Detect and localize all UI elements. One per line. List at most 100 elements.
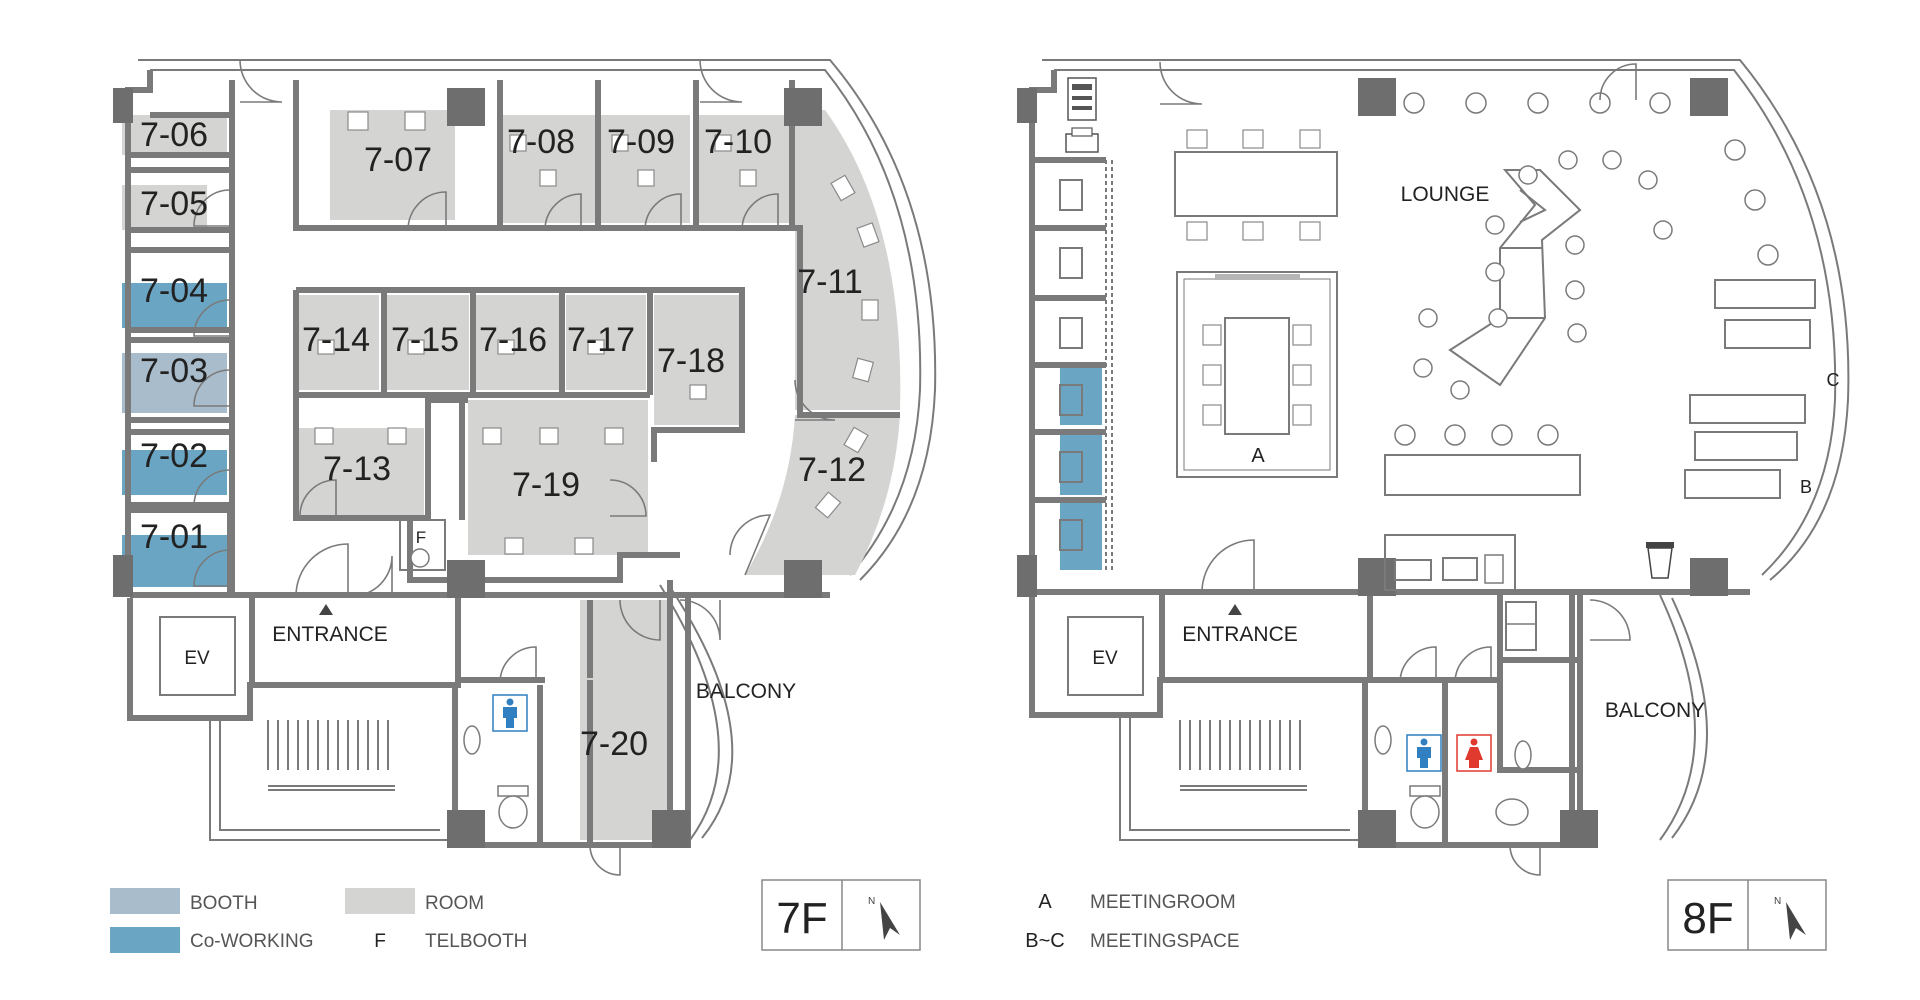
floor-badge-8f: 8F N bbox=[1667, 879, 1827, 951]
floor-badge-7f: 7F N bbox=[761, 879, 921, 951]
room-label: 7-03 bbox=[140, 352, 208, 390]
room-label: 7-10 bbox=[704, 123, 772, 161]
room-label: 7-17 bbox=[567, 321, 635, 359]
floor-7-plan: 7-06 7-05 7-04 7-03 7-02 7-01 7-07 7-08 … bbox=[110, 59, 937, 953]
entrance-arrow-icon bbox=[319, 604, 333, 615]
telbooth-mark: F bbox=[416, 528, 426, 547]
room-label: 7-11 bbox=[797, 263, 863, 301]
balcony-label: BALCONY bbox=[696, 680, 796, 703]
legend-bc-key: B~C bbox=[1025, 930, 1064, 952]
north-arrow-icon: N bbox=[868, 896, 900, 940]
floor-label: 8F bbox=[1682, 894, 1733, 943]
svg-text:N: N bbox=[1774, 896, 1781, 907]
room-7-12-area bbox=[745, 415, 900, 575]
room-label: 7-16 bbox=[479, 321, 547, 359]
legend-a-text: MEETINGROOM bbox=[1090, 892, 1236, 913]
room-7-17-area bbox=[566, 295, 646, 390]
female-restroom-icon bbox=[1456, 734, 1492, 772]
room-label: 7-14 bbox=[302, 321, 370, 359]
legend-booth-swatch bbox=[110, 888, 180, 914]
doors-7f bbox=[193, 59, 836, 876]
legend-room-swatch bbox=[345, 888, 415, 914]
legend-room-label: ROOM bbox=[425, 893, 484, 914]
room-label: 7-08 bbox=[507, 123, 575, 161]
chairs-top-table bbox=[1186, 129, 1321, 241]
sink-icon bbox=[1394, 559, 1432, 581]
microwave-icon bbox=[1442, 557, 1478, 581]
legend-bc-text: MEETINGSPACE bbox=[1090, 931, 1240, 952]
room-7-19-area bbox=[468, 400, 648, 555]
room-7-11-area bbox=[795, 110, 901, 410]
sink-icon bbox=[463, 725, 481, 755]
male-restroom-icon bbox=[492, 694, 528, 732]
room-7-20-area bbox=[580, 600, 670, 840]
meeting-room-a-label: A bbox=[1251, 445, 1265, 467]
chairs-room-a bbox=[1202, 324, 1312, 426]
printer-icon bbox=[1065, 127, 1099, 153]
lounge-bench bbox=[1384, 454, 1581, 496]
copier-icon bbox=[1067, 77, 1097, 121]
legend-7f: BOOTH ROOM Co-WORKING F TELBOOTH bbox=[110, 888, 527, 953]
room-label: 7-06 bbox=[140, 116, 208, 154]
floor-8-plan: A LOUNGE C B bbox=[1017, 59, 1850, 952]
room-label: 7-15 bbox=[391, 321, 459, 359]
legend-booth-label: BOOTH bbox=[190, 893, 258, 914]
room-7-16-area bbox=[476, 295, 559, 390]
room-label: 7-04 bbox=[140, 272, 208, 310]
meeting-room-a bbox=[1176, 271, 1338, 478]
room-7-15-area bbox=[386, 295, 469, 390]
legend-telbooth-key: F bbox=[374, 931, 386, 952]
sink-icon bbox=[1514, 740, 1532, 770]
balcony-label: BALCONY bbox=[1605, 699, 1705, 722]
legend-coworking-label: Co-WORKING bbox=[190, 931, 314, 952]
telbooth-box bbox=[399, 519, 446, 571]
floor-label: 7F bbox=[776, 894, 827, 943]
meeting-space-c-label: C bbox=[1827, 370, 1840, 390]
lounge-label: LOUNGE bbox=[1401, 183, 1490, 206]
cup-icon bbox=[1484, 554, 1504, 584]
room-label: 7-01 bbox=[140, 518, 208, 556]
toilet-icon bbox=[1410, 795, 1440, 829]
booth-desks-8f bbox=[1059, 179, 1083, 551]
sink-icon bbox=[1374, 725, 1392, 755]
kitchen-counter bbox=[1384, 534, 1516, 591]
room-7-10-area bbox=[698, 115, 793, 223]
legend-8f: A MEETINGROOM B~C MEETINGSPACE bbox=[1025, 891, 1239, 952]
chairs-7f bbox=[314, 111, 880, 555]
elevator-box-8f bbox=[1067, 616, 1144, 696]
room-7-18-area bbox=[654, 295, 739, 425]
legend-coworking-swatch bbox=[110, 927, 180, 953]
room-label: 7-13 bbox=[323, 450, 391, 488]
male-restroom-icon bbox=[1406, 734, 1442, 772]
room-label: 7-07 bbox=[364, 141, 432, 179]
top-meeting-table bbox=[1174, 151, 1338, 217]
entrance-label: ENTRANCE bbox=[1182, 623, 1298, 646]
meeting-space-b-label: B bbox=[1800, 477, 1812, 497]
room-label: 7-09 bbox=[607, 123, 675, 161]
north-arrow-icon: N bbox=[1774, 896, 1806, 940]
toilet-icon bbox=[1495, 798, 1529, 826]
stairs-8f bbox=[1179, 720, 1307, 791]
elevator-box-7f bbox=[159, 616, 236, 696]
svg-text:N: N bbox=[868, 896, 875, 907]
refrigerator-icon bbox=[1505, 601, 1537, 651]
room-label: 7-19 bbox=[512, 466, 580, 504]
room-label: 7-02 bbox=[140, 437, 208, 475]
coffee-cup-icon bbox=[1646, 542, 1674, 579]
room-7-08-area bbox=[500, 115, 595, 223]
room-label: 7-18 bbox=[657, 342, 725, 380]
room-7-05-area bbox=[122, 185, 207, 230]
room-label: 7-12 bbox=[798, 451, 866, 489]
coworking-7-02-area bbox=[122, 450, 227, 495]
room-label: 7-20 bbox=[580, 725, 648, 763]
legend-telbooth-label: TELBOOTH bbox=[425, 931, 527, 952]
room-7-09-area bbox=[600, 115, 690, 223]
room-label: 7-05 bbox=[140, 185, 208, 223]
doors-8f bbox=[1159, 61, 1637, 876]
booth-7-03-area bbox=[122, 353, 227, 413]
legend-a-key: A bbox=[1038, 891, 1052, 913]
meeting-space-benches bbox=[1684, 279, 1816, 499]
elevator-label: EV bbox=[1092, 648, 1118, 669]
entrance-arrow-icon bbox=[1228, 604, 1242, 615]
